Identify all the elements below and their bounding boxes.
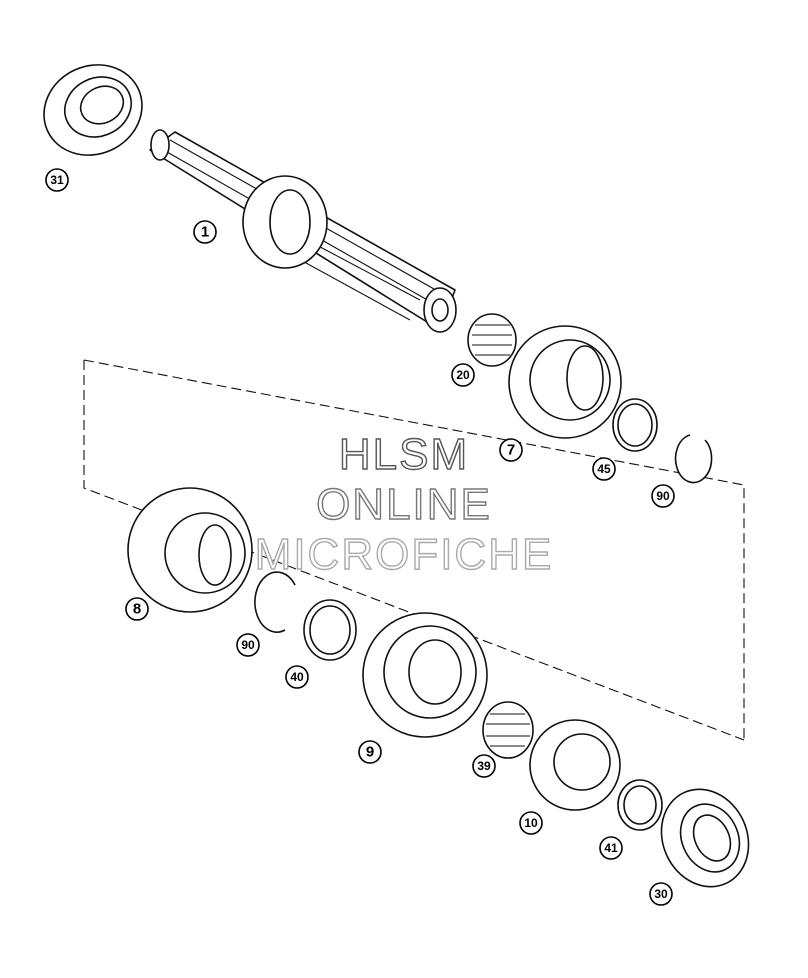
needle-bearing-39 — [482, 701, 534, 759]
svg-text:1: 1 — [201, 224, 209, 241]
callout: 30 — [649, 882, 673, 906]
callout: 1 — [193, 220, 217, 244]
svg-text:90: 90 — [241, 638, 255, 652]
callout: 7 — [499, 438, 523, 462]
callout: 20 — [451, 363, 475, 387]
callout: 40 — [285, 665, 309, 689]
callout: 10 — [519, 811, 543, 835]
svg-text:45: 45 — [597, 462, 611, 476]
callout: 41 — [599, 836, 623, 860]
watermark-line-2: ONLINE — [315, 479, 492, 529]
svg-text:10: 10 — [524, 816, 538, 830]
gear-10 — [529, 719, 621, 811]
callout: 8 — [125, 597, 149, 621]
watermark-line-1: HLSM — [338, 429, 470, 479]
callout: 31 — [45, 168, 69, 192]
circlip-90-top — [674, 434, 713, 484]
svg-text:30: 30 — [654, 887, 668, 901]
bearing-30 — [660, 788, 750, 888]
svg-text:8: 8 — [133, 601, 141, 618]
svg-text:20: 20 — [456, 368, 470, 382]
bearing-31 — [43, 64, 143, 156]
gear-9 — [362, 612, 488, 738]
assembly-dashed-outline — [83, 359, 745, 741]
svg-text:31: 31 — [50, 173, 64, 187]
gear-8 — [127, 487, 253, 613]
circlip-90-bottom — [254, 571, 296, 633]
callout: 45 — [592, 457, 616, 481]
svg-text:7: 7 — [507, 442, 515, 459]
svg-text:40: 40 — [290, 670, 304, 684]
callout: 9 — [358, 740, 382, 764]
svg-text:90: 90 — [656, 489, 670, 503]
watermark-line-3: MICROFICHE — [254, 529, 554, 579]
svg-text:39: 39 — [477, 759, 491, 773]
main-shaft-1 — [149, 129, 457, 333]
callout: 90 — [236, 633, 260, 657]
callout: 39 — [472, 754, 496, 778]
gear-7 — [508, 325, 622, 439]
needle-bearing-20 — [467, 313, 517, 367]
svg-text:41: 41 — [604, 841, 618, 855]
svg-text:9: 9 — [366, 744, 374, 761]
callout: 90 — [651, 484, 675, 508]
